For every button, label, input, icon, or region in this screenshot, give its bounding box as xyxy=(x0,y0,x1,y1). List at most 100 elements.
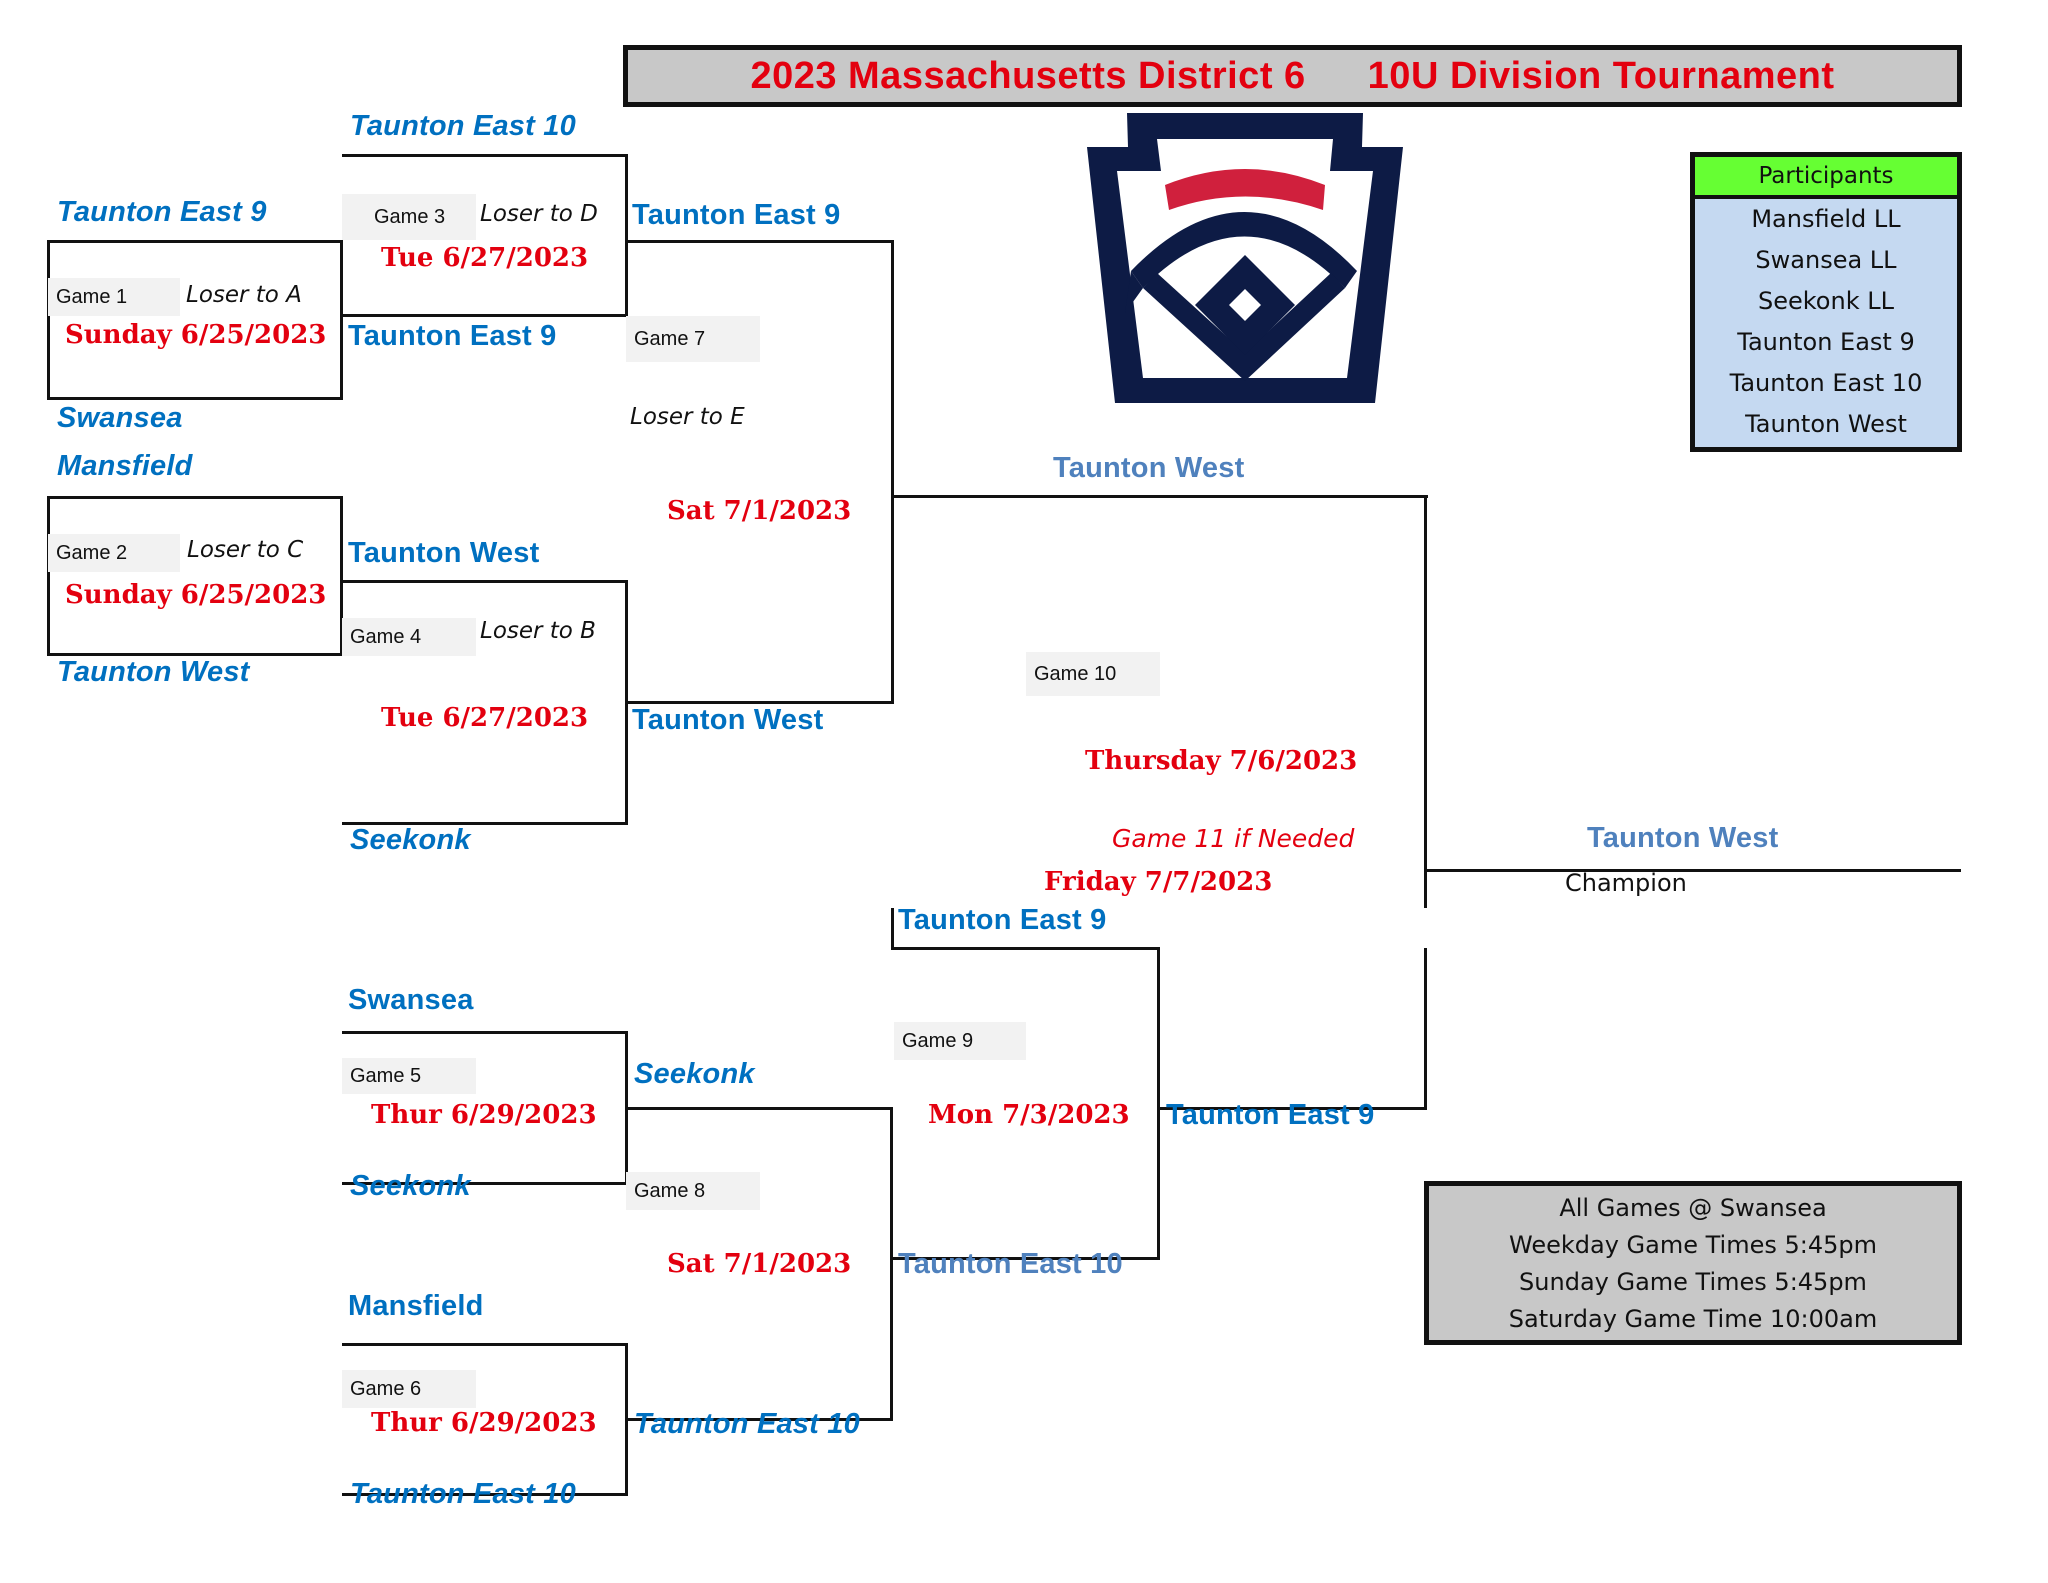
champion-label: Champion xyxy=(1565,869,1687,897)
bracket-line xyxy=(625,154,628,317)
tournament-title-banner: 2023 Massachusetts District 6 10U Divisio… xyxy=(623,45,1962,107)
game-8-date: Sat 7/1/2023 xyxy=(667,1249,852,1279)
game-10-label: Game 10 xyxy=(1026,652,1160,696)
bracket-line xyxy=(342,580,628,583)
team-label: Taunton East 10 xyxy=(898,1248,1123,1280)
bracket-line xyxy=(342,154,628,157)
bracket-line xyxy=(627,1107,893,1110)
game-9-label: Game 9 xyxy=(894,1022,1026,1060)
team-label: Taunton West xyxy=(1053,452,1245,484)
bracket-line xyxy=(627,240,894,243)
game-4-label: Game 4 xyxy=(342,618,476,656)
tournament-title: 2023 Massachusetts District 6 10U Divisio… xyxy=(750,55,1834,98)
bracket-line xyxy=(625,1031,628,1185)
team-label: Swansea xyxy=(57,402,183,434)
bracket-line xyxy=(627,1418,893,1421)
schedule-info-box: All Games @ Swansea Weekday Game Times 5… xyxy=(1424,1181,1962,1345)
bracket-line xyxy=(47,397,343,400)
bracket-line xyxy=(625,1343,628,1496)
game-2-label: Game 2 xyxy=(48,534,180,572)
bracket-line xyxy=(47,653,343,656)
bracket-line xyxy=(342,1343,628,1346)
bracket-line xyxy=(893,495,1428,498)
game-3-label: Game 3 xyxy=(342,194,476,240)
bracket-line xyxy=(1424,948,1427,1110)
bracket-line xyxy=(47,240,343,243)
bracket-line xyxy=(1157,947,1160,1260)
team-label: Taunton West xyxy=(57,656,250,688)
bracket-line xyxy=(340,240,343,400)
game-11-label: Game 11 if Needed xyxy=(1112,824,1355,853)
team-label: Taunton East 9 xyxy=(348,320,557,352)
bracket-line xyxy=(892,947,1160,950)
team-label: Taunton East 10 xyxy=(350,110,576,142)
team-label: Taunton West xyxy=(632,704,824,736)
bracket-line xyxy=(625,580,628,825)
game-3-loser-note: Loser to D xyxy=(480,201,598,227)
team-label: Taunton West xyxy=(348,537,540,569)
participants-header: Participants xyxy=(1695,157,1957,199)
team-label: Taunton East 9 xyxy=(632,199,841,231)
bracket-line xyxy=(342,314,628,317)
champion-line xyxy=(1426,869,1961,872)
participant-item: Taunton East 10 xyxy=(1729,369,1923,397)
bracket-line xyxy=(890,1107,893,1421)
saturday-times: Saturday Game Time 10:00am xyxy=(1508,1305,1878,1333)
game-7-date: Sat 7/1/2023 xyxy=(667,496,852,526)
bracket-line xyxy=(1159,1107,1427,1110)
participant-item: Taunton West xyxy=(1745,410,1907,438)
participant-item: Swansea LL xyxy=(1755,246,1897,274)
title-division: 10U Division Tournament xyxy=(1367,54,1835,97)
game-1-label: Game 1 xyxy=(48,278,180,316)
game-6-label: Game 6 xyxy=(342,1370,476,1408)
game-9-date: Mon 7/3/2023 xyxy=(928,1100,1130,1130)
team-label: Taunton East 9 xyxy=(57,196,267,228)
game-6-date: Thur 6/29/2023 xyxy=(371,1408,597,1438)
bracket-line xyxy=(892,1257,1160,1260)
bracket-line xyxy=(340,496,343,656)
game-7-label: Game 7 xyxy=(626,316,760,362)
game-4-date: Tue 6/27/2023 xyxy=(381,703,589,733)
game-5-label: Game 5 xyxy=(342,1058,476,1094)
bracket-line xyxy=(342,822,628,825)
participant-item: Seekonk LL xyxy=(1758,287,1894,315)
bracket-line xyxy=(342,1182,628,1185)
game-5-date: Thur 6/29/2023 xyxy=(371,1100,597,1130)
game-1-loser-note: Loser to A xyxy=(186,282,302,308)
little-league-logo-icon xyxy=(1087,113,1403,403)
bracket-line xyxy=(342,1493,628,1496)
bracket-line xyxy=(47,496,343,499)
participants-box: Participants Mansfield LL Swansea LL See… xyxy=(1690,152,1962,452)
team-label: Mansfield xyxy=(57,450,193,482)
team-label: Swansea xyxy=(348,984,474,1016)
team-label: Seekonk xyxy=(350,824,471,856)
venue-info: All Games @ Swansea xyxy=(1559,1194,1827,1222)
game-11-date: Friday 7/7/2023 xyxy=(1044,867,1273,897)
bracket-line xyxy=(47,240,50,400)
team-label: Mansfield xyxy=(348,1290,484,1322)
game-8-label: Game 8 xyxy=(626,1172,760,1210)
participant-item: Taunton East 9 xyxy=(1737,328,1915,356)
team-label: Taunton East 10 xyxy=(350,1478,576,1510)
bracket-line xyxy=(891,908,894,950)
team-label: Taunton East 10 xyxy=(634,1408,860,1440)
bracket-line xyxy=(342,1031,628,1034)
game-2-loser-note: Loser to C xyxy=(187,537,304,563)
game-10-date: Thursday 7/6/2023 xyxy=(1085,746,1358,776)
bracket-line xyxy=(891,240,894,704)
champion-team: Taunton West xyxy=(1587,822,1779,854)
participant-item: Mansfield LL xyxy=(1751,205,1901,233)
game-4-loser-note: Loser to B xyxy=(480,618,596,644)
bracket-line xyxy=(1424,495,1427,908)
team-label: Taunton East 9 xyxy=(1166,1099,1375,1131)
game-7-loser-note: Loser to E xyxy=(630,404,745,430)
team-label: Seekonk xyxy=(634,1058,755,1090)
weekday-times: Weekday Game Times 5:45pm xyxy=(1509,1231,1877,1259)
game-2-date: Sunday 6/25/2023 xyxy=(65,580,327,610)
title-district: 2023 Massachusetts District 6 xyxy=(750,54,1306,97)
bracket-line xyxy=(47,496,50,656)
team-label: Taunton East 9 xyxy=(898,904,1107,936)
bracket-line xyxy=(627,701,894,704)
sunday-times: Sunday Game Times 5:45pm xyxy=(1519,1268,1867,1296)
game-3-date: Tue 6/27/2023 xyxy=(381,243,589,273)
